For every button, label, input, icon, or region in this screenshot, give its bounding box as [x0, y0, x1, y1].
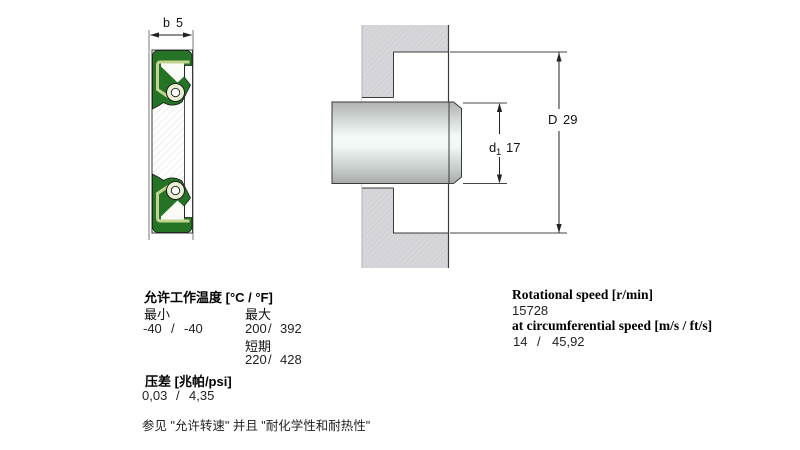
seal-upper-half — [152, 50, 193, 110]
b-arrow-right — [183, 32, 192, 38]
b-arrow-left — [150, 32, 159, 38]
dim-d1-subscript: 1 — [496, 147, 502, 158]
garter-spring-inner — [170, 87, 181, 98]
seal-metal-liner — [156, 60, 190, 100]
mounting-drawing — [331, 25, 567, 268]
shaft — [331, 101, 462, 184]
temp-min-fahrenheit: -40 — [184, 321, 203, 336]
d1-arrow-up — [496, 103, 503, 112]
dim-b-letter: b — [163, 16, 170, 30]
seal-cross-section-drawing — [148, 30, 194, 240]
circumferential-speed-header: at circumferential speed [m/s / ft/s] — [512, 318, 713, 333]
dim-d1-value: 17 — [506, 140, 521, 155]
D-arrow-down — [556, 224, 562, 233]
circumferential-fts: 45,92 — [552, 334, 585, 349]
temp-short-celsius: 220 — [245, 352, 267, 367]
slash-separator: / — [268, 321, 272, 336]
temperature-max-label: 最大 — [245, 307, 272, 322]
d1-arrow-down — [496, 174, 503, 184]
D-arrow-up — [556, 52, 562, 62]
pressure-mpa: 0,03 — [142, 388, 168, 403]
rotational-speed-value: 15728 — [512, 303, 549, 318]
pressure-psi: 4,35 — [189, 388, 215, 403]
seat-outline-bottom — [393, 188, 449, 234]
temp-min-celsius: -40 — [143, 321, 162, 336]
slash-separator: / — [537, 334, 541, 349]
dim-b-value: 5 — [176, 16, 183, 30]
slash-separator: / — [268, 352, 272, 367]
circumferential-ms: 14 — [513, 334, 528, 349]
seal-seat-top — [393, 52, 449, 98]
temp-short-fahrenheit: 428 — [280, 352, 302, 367]
short-term-label: 短期 — [245, 339, 272, 354]
seal-insert-area — [161, 63, 184, 83]
temp-max-celsius: 200 — [245, 321, 267, 336]
dim-D-letter: D — [548, 112, 558, 127]
dim-D-value: 29 — [563, 112, 578, 127]
seal-seat-bottom — [393, 188, 449, 233]
seat-outline-top — [393, 51, 449, 98]
temperature-min-label: 最小 — [144, 307, 171, 322]
temperature-header: 允许工作温度 [°C / °F] — [144, 290, 273, 305]
slash-separator: / — [176, 388, 180, 403]
dim-d1-letter: d — [489, 140, 497, 155]
slash-separator: / — [171, 321, 175, 336]
temp-max-fahrenheit: 392 — [280, 321, 302, 336]
see-also-note: 参见 "允许转速" 并且 "耐化学性和耐热性" — [142, 419, 371, 433]
pressure-header: 压差 [兆帕/psi] — [145, 374, 232, 389]
rotational-speed-header: Rotational speed [r/min] — [512, 287, 653, 302]
